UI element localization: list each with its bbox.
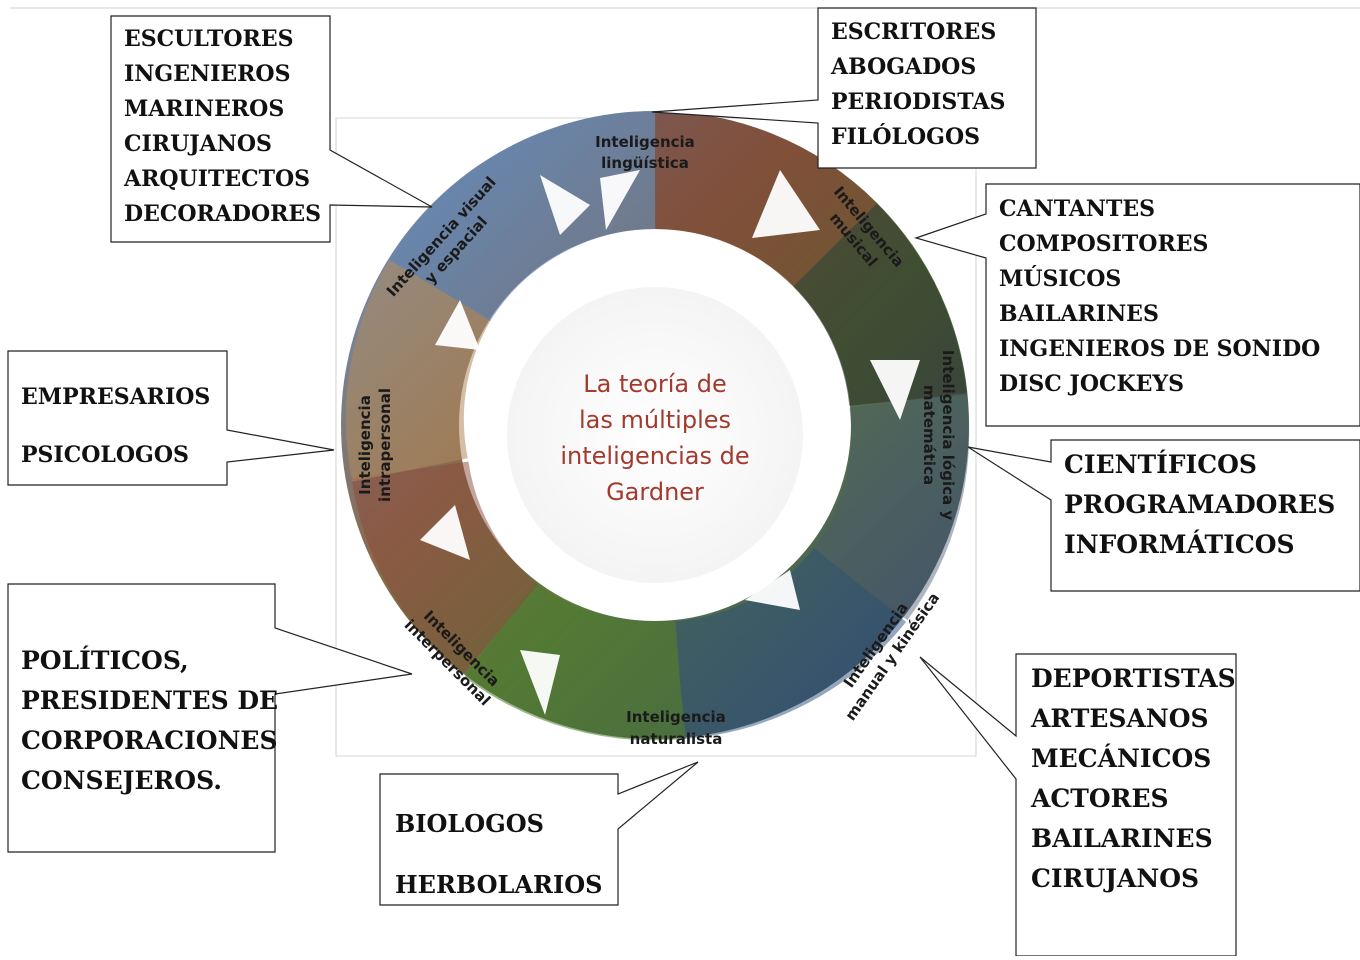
callout-item: CORPORACIONES <box>21 726 278 755</box>
callout-item: CIRUJANOS <box>1031 864 1199 893</box>
callout-item: POLÍTICOS, <box>21 646 189 675</box>
callout-item: HERBOLARIOS <box>395 870 602 899</box>
callout-item: INFORMÁTICOS <box>1064 530 1295 559</box>
center-disk <box>507 287 803 583</box>
callout-item: EMPRESARIOS <box>21 384 210 410</box>
intelligence-label: Inteligencia lógica y <box>939 350 957 520</box>
callout-item: COMPOSITORES <box>999 231 1208 257</box>
callout-item: ACTORES <box>1030 784 1169 813</box>
callout-item: DISC JOCKEYS <box>999 371 1184 397</box>
intelligence-label: Inteligencia <box>356 395 374 495</box>
callout-linguistica: ESCRITORES ABOGADOS PERIODISTAS FILÓLOGO… <box>651 7 1037 169</box>
callout-item: PRESIDENTES DE <box>21 686 278 715</box>
callout-logica: CIENTÍFICOS PROGRAMADORES INFORMÁTICOS <box>967 439 1360 592</box>
intelligence-label: Inteligencia <box>595 133 695 151</box>
label-intrapersonal: Inteligencia intrapersonal <box>356 388 394 502</box>
callout-item: MÚSICOS <box>999 265 1121 292</box>
callout-item: PERIODISTAS <box>831 89 1005 115</box>
callout-item: ARQUITECTOS <box>123 166 310 192</box>
callout-item: DEPORTISTAS <box>1031 664 1236 693</box>
label-naturalista: Inteligencia naturalista <box>626 708 726 748</box>
callout-item: PSICOLOGOS <box>21 442 189 468</box>
intelligence-label: matemática <box>920 385 938 485</box>
center-title-line: La teoría de <box>583 370 726 398</box>
callout-item: INGENIEROS DE SONIDO <box>999 336 1320 362</box>
center-title-line: las múltiples <box>579 406 731 434</box>
label-linguistica: Inteligencia lingüística <box>595 133 695 172</box>
callout-item: PROGRAMADORES <box>1064 490 1335 519</box>
callout-kinesica: DEPORTISTAS ARTESANOS MECÁNICOS ACTORES … <box>919 653 1237 957</box>
callout-item: INGENIEROS <box>124 61 290 87</box>
intelligence-label: Inteligencia <box>626 708 726 726</box>
callout-item: DECORADORES <box>124 201 321 227</box>
callout-item: CIRUJANOS <box>124 131 272 157</box>
callout-visual: ESCULTORES INGENIEROS MARINEROS CIRUJANO… <box>110 15 433 243</box>
callout-musical: CANTANTES COMPOSITORES MÚSICOS BAILARINE… <box>913 183 1360 427</box>
label-logica: Inteligencia lógica y matemática <box>920 350 957 520</box>
center-title: La teoría de las múltiples inteligencias… <box>560 370 749 506</box>
callout-naturalista: BIOLOGOS HERBOLARIOS <box>379 761 699 906</box>
callout-interpersonal: POLÍTICOS, PRESIDENTES DE CORPORACIONES … <box>7 583 413 853</box>
intelligence-label: lingüística <box>601 154 689 172</box>
intelligence-ring <box>341 111 970 741</box>
callout-intrapersonal: EMPRESARIOS PSICOLOGOS <box>7 350 335 486</box>
callout-item: BIOLOGOS <box>395 809 544 838</box>
intelligence-label: intrapersonal <box>376 388 394 502</box>
callout-item: CANTANTES <box>999 196 1155 222</box>
callout-item: ARTESANOS <box>1030 704 1209 733</box>
callout-item: FILÓLOGOS <box>831 123 980 150</box>
callout-item: ESCRITORES <box>831 19 996 45</box>
callout-item: ESCULTORES <box>124 26 294 52</box>
callout-item: CONSEJEROS. <box>21 766 222 795</box>
intelligence-label: naturalista <box>630 730 723 748</box>
callout-item: ABOGADOS <box>830 54 976 80</box>
center-title-line: Gardner <box>606 478 704 506</box>
callout-item: CIENTÍFICOS <box>1064 450 1257 479</box>
callout-item: MECÁNICOS <box>1031 744 1211 773</box>
center-title-line: inteligencias de <box>560 442 749 470</box>
callout-item: BAILARINES <box>999 301 1159 327</box>
callout-item: MARINEROS <box>124 96 284 122</box>
callout-item: BAILARINES <box>1031 824 1213 853</box>
